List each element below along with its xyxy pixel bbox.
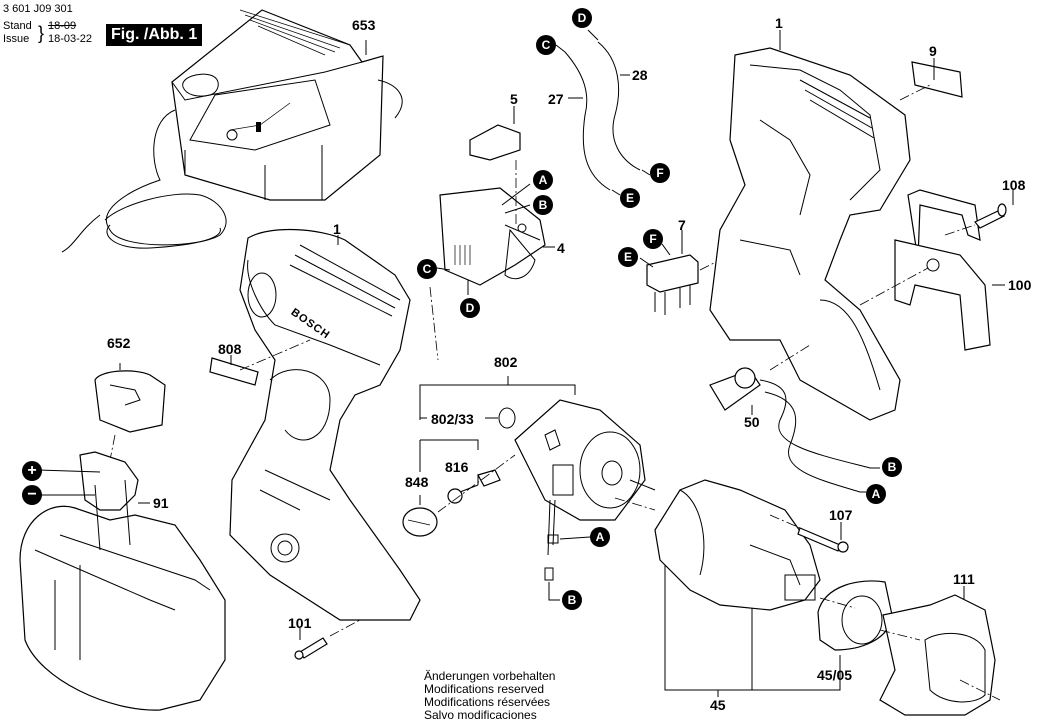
motor-802 — [514, 399, 656, 581]
connector-d-wire: D — [572, 8, 592, 28]
connector-a-led: A — [866, 484, 886, 504]
part-label-802[interactable]: 802 — [494, 354, 518, 370]
brace: } — [38, 23, 45, 43]
terminal-minus-icon: − — [22, 485, 42, 505]
part-label-101[interactable]: 101 — [288, 615, 312, 631]
note-line-fr: Modifications réservées — [424, 695, 551, 709]
part-label-50[interactable]: 50 — [744, 414, 760, 430]
part-label-7[interactable]: 7 — [678, 217, 686, 233]
gear-housing-45 — [654, 479, 821, 611]
connector-b-switch: B — [533, 195, 553, 215]
connector-f-plug: F — [643, 229, 663, 249]
part-label-652[interactable]: 652 — [107, 335, 131, 351]
part-label-45-05[interactable]: 45/05 — [817, 667, 853, 683]
connector-a-motor: A — [590, 527, 610, 547]
connector-f-wire: F — [650, 163, 670, 183]
connector-c-wire: C — [536, 35, 556, 55]
part-label-1-left[interactable]: 1 — [333, 221, 341, 237]
connector-e-plug: E — [618, 247, 638, 267]
stand-label: Stand — [3, 20, 32, 32]
note-line-en: Modifications reserved — [424, 682, 545, 696]
connector-e-wire: E — [620, 188, 640, 208]
part-label-808[interactable]: 808 — [218, 341, 242, 357]
part-label-28[interactable]: 28 — [632, 67, 648, 83]
issue-label: Issue — [3, 33, 30, 45]
modifications-note: Änderungen vorbehalten Modifications res… — [424, 670, 555, 722]
part-label-1-right[interactable]: 1 — [775, 15, 783, 31]
issue-date: 18-03-22 — [48, 33, 93, 45]
part-label-27[interactable]: 27 — [548, 91, 564, 107]
terminal-plus-icon: + — [22, 461, 42, 481]
connector-c-switch: C — [417, 259, 437, 279]
housing-right-1 — [709, 47, 911, 421]
switch-4 — [439, 124, 546, 286]
note-line-de: Änderungen vorbehalten — [424, 669, 556, 683]
part-label-108[interactable]: 108 — [1002, 177, 1026, 193]
part-label-653[interactable]: 653 — [352, 17, 376, 33]
battery-91 — [19, 451, 226, 711]
belt-clip-100 — [894, 189, 991, 351]
part-label-5[interactable]: 5 — [510, 91, 518, 107]
part-label-848[interactable]: 848 — [405, 474, 429, 490]
connector-a-switch: A — [533, 170, 553, 190]
old-date: 18-09 — [48, 20, 77, 32]
part-number: 3 601 J09 301 — [3, 3, 73, 15]
note-line-es: Salvo modificaciones — [424, 708, 537, 722]
connector-d-switch: D — [460, 298, 480, 318]
part-label-91[interactable]: 91 — [153, 495, 169, 511]
part-label-107[interactable]: 107 — [829, 507, 853, 523]
part-label-111[interactable]: 111 — [953, 571, 975, 587]
connector-b-motor: B — [562, 590, 582, 610]
part-label-9[interactable]: 9 — [929, 43, 937, 59]
part-label-100[interactable]: 100 — [1008, 277, 1032, 293]
part-label-4[interactable]: 4 — [557, 240, 565, 256]
figure-label: Fig. /Abb. 1 — [106, 24, 203, 46]
part-label-45[interactable]: 45 — [710, 697, 726, 713]
connector-b-led: B — [882, 457, 902, 477]
part-label-802-33[interactable]: 802/33 — [431, 411, 474, 427]
part-label-816[interactable]: 816 — [445, 459, 469, 475]
housing-left-1 — [229, 228, 421, 621]
charger-653 — [61, 9, 403, 253]
